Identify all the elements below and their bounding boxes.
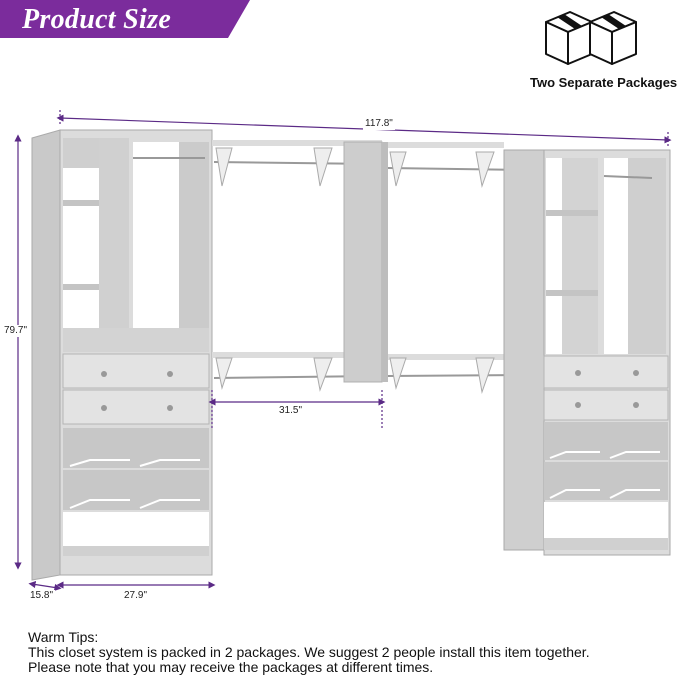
warm-tips: Warm Tips: This closet system is packed … — [28, 630, 590, 675]
tips-line-1: This closet system is packed in 2 packag… — [28, 644, 590, 660]
overall-height-label: 79.7" — [2, 325, 30, 337]
overall-width-label: 117.8" — [363, 118, 395, 130]
title-banner — [0, 0, 250, 38]
tower-width-label: 27.9" — [122, 590, 150, 602]
closet-diagram — [14, 110, 672, 592]
two-boxes-icon — [545, 11, 637, 65]
left-tower — [31, 129, 213, 581]
right-tower — [503, 149, 671, 556]
depth-label: 15.8" — [28, 590, 56, 602]
tips-line-2: Please note that you may receive the pac… — [28, 659, 434, 675]
hanging-width-label: 31.5" — [277, 405, 305, 417]
packages-label: Two Separate Packages — [530, 75, 678, 90]
hanging-sections — [212, 140, 523, 394]
tips-heading: Warm Tips: — [28, 629, 99, 645]
page-title: Product Size — [22, 4, 172, 35]
